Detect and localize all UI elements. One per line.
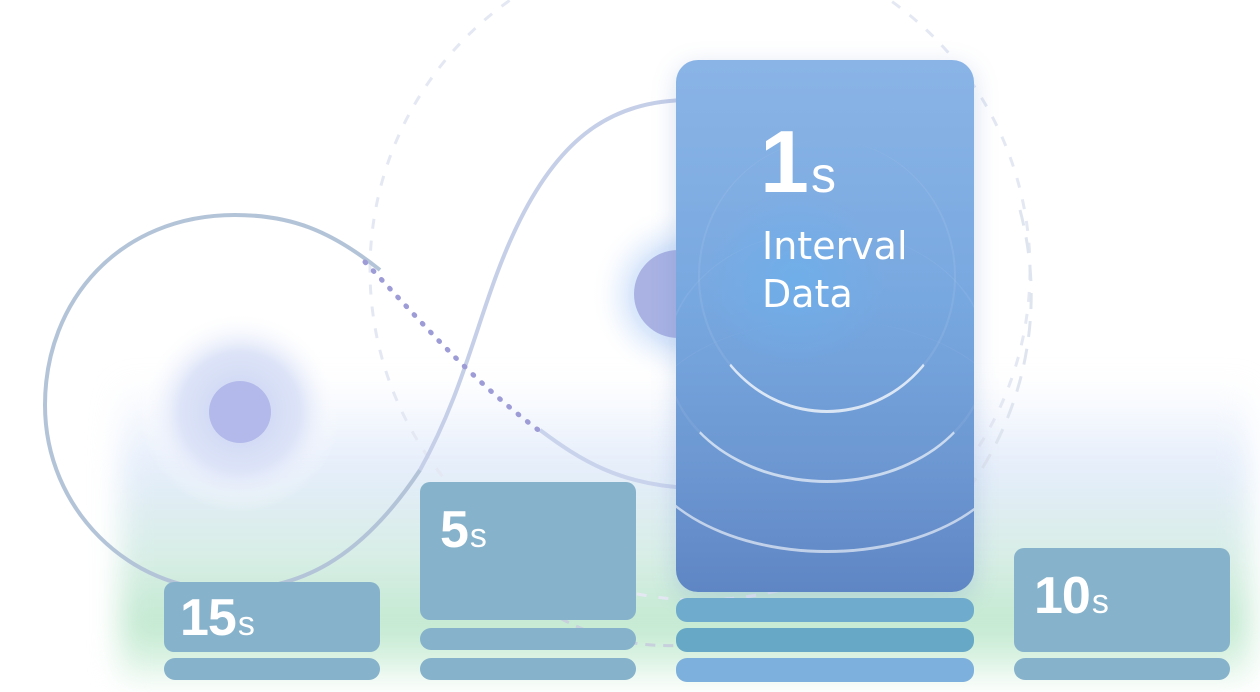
hero-base-2 bbox=[676, 628, 974, 652]
tile-value-5s: 5s bbox=[440, 504, 487, 556]
tile-base-10s bbox=[1014, 658, 1230, 680]
right-loop-upper bbox=[418, 98, 691, 471]
tile-value-15s: 15s bbox=[180, 592, 255, 644]
tile-base-5s-1 bbox=[420, 628, 636, 650]
tile-number: 5 bbox=[440, 501, 469, 559]
hero-caption: Interval Data bbox=[762, 222, 908, 318]
tile-value-10s: 10s bbox=[1034, 570, 1109, 622]
tile-unit: s bbox=[237, 605, 255, 643]
tile-base-15s bbox=[164, 658, 380, 680]
tile-number: 15 bbox=[180, 589, 237, 647]
right-loop-lower bbox=[538, 428, 691, 490]
interval-tile-10s: 10s bbox=[1014, 548, 1230, 652]
hero-arc bbox=[676, 320, 974, 553]
hero-interval-card: 1s Interval Data bbox=[676, 60, 974, 592]
tile-base-5s-2 bbox=[420, 658, 636, 680]
tile-unit: s bbox=[1091, 583, 1109, 621]
hero-base-3 bbox=[676, 658, 974, 682]
tile-unit: s bbox=[469, 517, 487, 555]
interval-tile-15s: 15s bbox=[164, 582, 380, 652]
hero-caption-line-2: Data bbox=[762, 272, 853, 316]
interval-tile-5s: 5s bbox=[420, 482, 636, 620]
hero-base-1 bbox=[676, 598, 974, 622]
right-dashed-arc bbox=[958, 209, 1033, 501]
orbit-node-icon bbox=[209, 381, 271, 443]
hero-unit: s bbox=[810, 147, 836, 203]
dotted-connector bbox=[362, 259, 548, 438]
hero-caption-line-1: Interval bbox=[762, 224, 908, 268]
tile-number: 10 bbox=[1034, 567, 1091, 625]
hero-number: 1 bbox=[760, 112, 809, 211]
left-loop bbox=[42, 212, 422, 593]
hero-value: 1s bbox=[760, 118, 836, 206]
